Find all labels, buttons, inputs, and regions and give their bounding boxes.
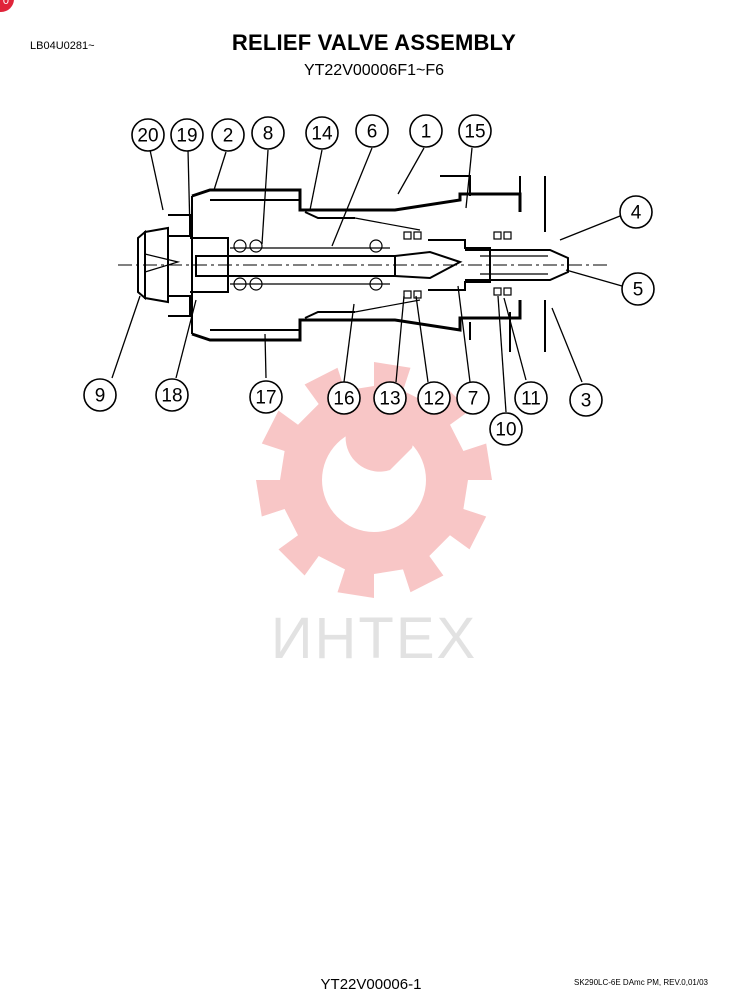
- page-subtitle: YT22V00006F1~F6: [303, 62, 445, 79]
- page-title: RELIEF VALVE ASSEMBLY: [231, 30, 517, 55]
- document-code: LB04U0281~: [30, 40, 95, 52]
- callout-label: 13: [379, 389, 400, 410]
- callout-label: 3: [581, 391, 592, 412]
- callout-6: 6: [355, 114, 389, 148]
- housing-lines: [440, 175, 546, 352]
- callout-7: 7: [456, 381, 490, 415]
- callout-18: 18: [155, 378, 189, 412]
- callout-10: 10: [489, 412, 523, 446]
- callout-label: 8: [263, 124, 274, 145]
- poppet-seat: [394, 239, 569, 291]
- callout-5: 5: [621, 272, 655, 306]
- page-code: YT22V00006-1: [320, 976, 422, 993]
- callout-label: 18: [161, 386, 182, 407]
- callout-17: 17: [249, 380, 283, 414]
- callout-label: 16: [333, 389, 354, 410]
- gear-wrench-icon: [256, 362, 492, 598]
- callout-label: 19: [176, 126, 197, 147]
- callout-12: 12: [417, 381, 451, 415]
- callout-label: 2: [223, 126, 234, 147]
- watermark-text: ИНТЕХ: [271, 606, 477, 671]
- o-rings: [403, 231, 512, 299]
- callout-label: 11: [521, 389, 541, 410]
- callout-label: 14: [311, 124, 333, 145]
- callout-1: 1: [409, 114, 443, 148]
- callout-2: 2: [211, 118, 245, 152]
- callout-label: 4: [631, 203, 642, 224]
- callout-label: 15: [464, 122, 485, 143]
- callout-label: 6: [367, 122, 378, 143]
- callout-label: 9: [95, 386, 106, 407]
- document-reference: SK290LC-6E DAmc PM, REV.0,01/03: [574, 978, 708, 987]
- watermark-logo: ИНТЕХ: [256, 362, 492, 671]
- spring-coils: [233, 239, 383, 291]
- leader-lines: [111, 147, 623, 413]
- callout-label: 10: [495, 420, 516, 441]
- callout-13: 13: [373, 381, 407, 415]
- callout-label: 5: [633, 280, 644, 301]
- callout-4: 4: [619, 195, 653, 229]
- callout-label: 1: [421, 122, 432, 143]
- callout-label: 12: [423, 389, 444, 410]
- callout-19: 19: [170, 118, 204, 152]
- callout-label: 17: [255, 388, 276, 409]
- callout-8: 8: [251, 116, 285, 150]
- callout-20: 20: [131, 118, 165, 152]
- callout-9: 9: [83, 378, 117, 412]
- callout-bubbles: 20 19 2 8 14 6 1 15 4 5 9 18 17 16 13 12 7 11 3 10: [83, 114, 655, 446]
- callout-15: 15: [458, 114, 492, 148]
- callout-16: 16: [327, 381, 361, 415]
- callout-label: 20: [137, 126, 158, 147]
- callout-11: 11: [514, 381, 548, 415]
- valve-body: [191, 188, 522, 342]
- callout-label: 7: [468, 389, 479, 410]
- callout-14: 14: [305, 116, 339, 150]
- callout-3: 3: [569, 383, 603, 417]
